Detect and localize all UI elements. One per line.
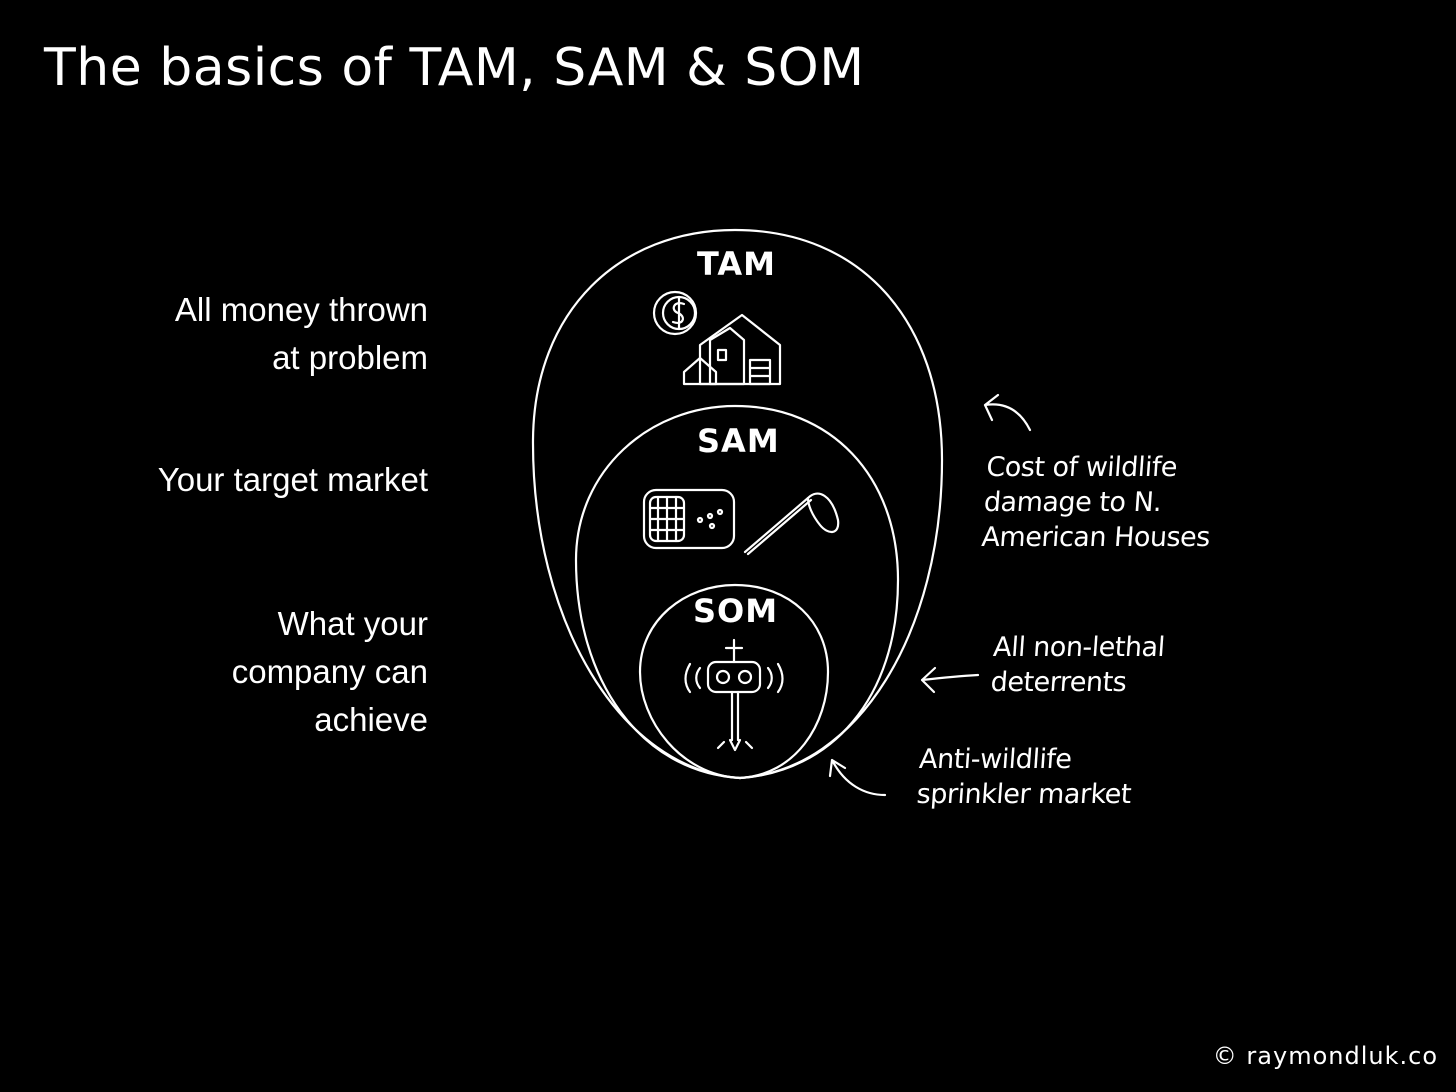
som-description: What your company can achieve xyxy=(232,600,428,744)
som-arrow-icon xyxy=(828,758,887,797)
sam-annotation: All non-lethal deterrents xyxy=(990,630,1166,700)
tam-description-line: All money thrown xyxy=(174,291,428,328)
som-label: SOM xyxy=(693,592,779,630)
tam-annotation-line: American Houses xyxy=(980,522,1211,553)
som-description-line: company can xyxy=(231,653,428,690)
page-title: The basics of TAM, SAM & SOM xyxy=(44,38,865,98)
sam-annotation-line: All non-lethal xyxy=(992,632,1166,663)
tam-label: TAM xyxy=(697,245,776,283)
coin-icon xyxy=(652,290,698,336)
tam-arrow-icon xyxy=(983,393,1032,432)
cage-trap-icon xyxy=(642,488,736,550)
sprinkler-icon xyxy=(684,638,784,752)
tam-annotation-line: damage to N. xyxy=(982,487,1163,518)
som-annotation: Anti-wildlife sprinkler market xyxy=(916,742,1135,812)
som-description-line: What your xyxy=(277,605,428,642)
sam-annotation-line: deterrents xyxy=(989,667,1128,698)
tam-annotation: Cost of wildlife damage to N. American H… xyxy=(980,450,1216,555)
som-annotation-line: Anti-wildlife xyxy=(918,744,1073,775)
tam-circle xyxy=(531,228,944,780)
sam-description-line: Your target market xyxy=(157,461,428,498)
house-icon xyxy=(682,313,782,386)
som-annotation-line: sprinkler market xyxy=(915,779,1133,810)
sam-circle xyxy=(574,404,900,780)
tam-description-line: at problem xyxy=(272,339,428,376)
sam-description: Your target market xyxy=(158,456,428,504)
som-description-line: achieve xyxy=(314,701,428,738)
net-icon xyxy=(743,492,840,556)
som-circle xyxy=(638,583,830,780)
tam-annotation-line: Cost of wildlife xyxy=(985,452,1179,483)
sam-arrow-icon xyxy=(920,666,980,694)
tam-description: All money thrown at problem xyxy=(175,286,428,382)
copyright: © raymondluk.co xyxy=(1212,1042,1438,1070)
sam-label: SAM xyxy=(697,422,780,460)
